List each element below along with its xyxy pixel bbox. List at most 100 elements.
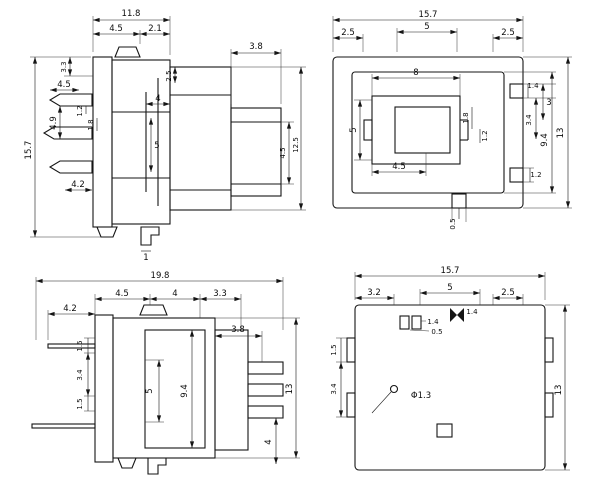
- top-extension-lines: [332, 16, 572, 222]
- dim-label: 19.8: [151, 271, 170, 281]
- dim-label: 3.4: [76, 369, 84, 381]
- dim-label: 13: [285, 384, 295, 395]
- top-boss: [114, 46, 141, 58]
- hole: [389, 384, 399, 394]
- outer-housing: [332, 56, 524, 209]
- mount-foot: [117, 457, 137, 469]
- dim-label: 3: [546, 98, 551, 108]
- bottom-extension-lines: [336, 272, 570, 471]
- housing-body: [112, 317, 216, 459]
- mount-flange: [92, 56, 113, 228]
- dim-label: 2.5: [501, 28, 515, 38]
- dim-label: 1.8: [462, 112, 470, 123]
- dim-label: 4: [155, 94, 160, 104]
- dim-label: 11.8: [122, 9, 141, 19]
- dim-label: 9.4: [540, 133, 550, 147]
- dim-label: 15.7: [419, 10, 438, 20]
- dim-label: 5: [424, 22, 429, 32]
- edge-notch-bottom: [509, 167, 524, 183]
- snap-hook: [140, 226, 160, 246]
- side-front-dimensions: 11.8 4.5 2.1 3.8 15.7 3.3 4.5 1.2 1.8 4.…: [24, 9, 304, 263]
- dim-label: 9.4: [180, 384, 190, 398]
- dim-label: 0.5: [431, 328, 442, 336]
- dim-label: 1.2: [530, 171, 541, 179]
- dim-label: 15.7: [24, 141, 34, 160]
- dim-label: 4.5: [57, 80, 71, 90]
- dim-label: 4.5: [279, 147, 287, 158]
- view-side-front: 11.8 4.5 2.1 3.8 15.7 3.3 4.5 1.2 1.8 4.…: [24, 9, 306, 263]
- dim-label: 15.7: [441, 266, 460, 276]
- dim-label: 4.2: [63, 304, 77, 314]
- dim-label: 2.5: [165, 70, 173, 81]
- outer-housing: [354, 304, 546, 471]
- dim-label: 3.3: [60, 61, 68, 72]
- inner-cavity: [144, 329, 206, 449]
- plunger-block: [230, 107, 282, 197]
- dim-label: 0.5: [449, 218, 457, 229]
- dim-label: 4.5: [115, 289, 129, 299]
- dim-label: 4.5: [109, 24, 123, 34]
- dim-label: 1.4: [466, 308, 478, 316]
- rear-block: [214, 329, 249, 451]
- view-side-rear: 19.8 4.5 4 3.3 4.2 3.8 1.5 3.4 1.5 5 9.4…: [31, 271, 300, 475]
- ear-left-top: [346, 337, 356, 363]
- vent-slot-2: [411, 315, 422, 330]
- dim-label: 4: [264, 439, 274, 444]
- view-bottom: 15.7 3.2 5 2.5 1.4 0.5 1.4 1.5 3.4 Φ1.3 …: [330, 266, 570, 471]
- side-front-extension-lines: [30, 16, 306, 238]
- top-boss: [139, 304, 168, 316]
- dim-label: 13: [554, 385, 564, 396]
- mount-flange: [94, 314, 114, 463]
- dim-label: 5: [154, 141, 159, 151]
- view-top: 15.7 2.5 5 2.5 8 5 4.5 1.8 1.2 1.4 3 3.4…: [332, 10, 572, 230]
- side-rear-dimensions: 19.8 4.5 4 3.3 4.2 3.8 1.5 3.4 1.5 5 9.4…: [35, 271, 299, 464]
- side-front-outline: [42, 46, 282, 246]
- rear-block: [169, 66, 232, 211]
- vent-slot-1: [399, 315, 410, 330]
- dim-label: 3.3: [213, 289, 227, 299]
- dim-label: 1.4: [427, 318, 439, 326]
- top-outline: [332, 56, 524, 209]
- key-mark: [450, 308, 457, 322]
- dim-label: 1.2: [481, 130, 489, 141]
- dim-label: 4.5: [392, 162, 406, 172]
- snap-hook: [147, 457, 167, 475]
- dim-label: 2.5: [501, 288, 515, 298]
- pin-1: [48, 93, 93, 107]
- dim-label: 2.5: [341, 28, 355, 38]
- contact-strip-3: [247, 405, 284, 419]
- dim-label: Φ1.3: [411, 391, 431, 401]
- actuator-frame: [371, 95, 461, 165]
- dim-label: 12.5: [292, 137, 300, 153]
- ear-left-bottom: [346, 392, 356, 418]
- ear-right-top: [544, 337, 554, 363]
- dim-label: 5: [349, 127, 359, 132]
- dim-label: 1.5: [330, 344, 338, 355]
- dim-label: 1.2: [76, 105, 84, 116]
- bottom-slot: [436, 423, 453, 438]
- dim-label: 1.5: [76, 398, 84, 409]
- dim-label: 8: [413, 68, 418, 78]
- dim-label: 4.9: [49, 116, 59, 130]
- dim-label: 4.2: [71, 180, 85, 190]
- dim-label: 4: [172, 289, 177, 299]
- contact-strip-2: [247, 383, 284, 397]
- dim-label: 3.4: [330, 383, 338, 395]
- contact-strip-1: [247, 361, 284, 375]
- bottom-dimensions: 15.7 3.2 5 2.5 1.4 0.5 1.4 1.5 3.4 Φ1.3 …: [330, 266, 568, 470]
- pin-3: [48, 160, 93, 174]
- key-mark: [457, 308, 464, 322]
- top-dimensions: 15.7 2.5 5 2.5 8 5 4.5 1.8 1.2 1.4 3 3.4…: [332, 10, 571, 230]
- ear-right-bottom: [544, 392, 554, 418]
- dim-label: 1.8: [87, 119, 95, 130]
- dim-label: 3.4: [525, 114, 533, 126]
- dim-label: 1: [143, 253, 148, 263]
- side-rear-outline: [31, 304, 284, 475]
- dim-label: 2.1: [148, 24, 162, 34]
- mount-foot: [96, 226, 118, 238]
- dim-label: 1.5: [76, 340, 84, 351]
- bottom-notch: [451, 193, 467, 209]
- dim-label: 3.8: [249, 42, 263, 52]
